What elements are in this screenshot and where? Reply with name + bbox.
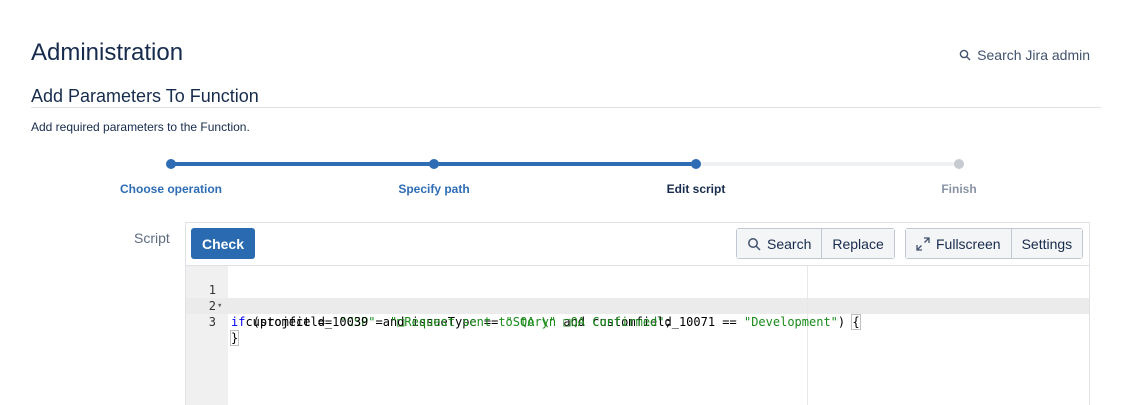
step-specify-path[interactable]: Specify path: [398, 182, 470, 196]
code-line: 3 }: [186, 298, 1089, 346]
script-editor[interactable]: Check Search Replace Fullscreen Settings: [185, 222, 1090, 405]
divider: [31, 107, 1101, 108]
search-icon: [748, 237, 761, 251]
step-edit-script: Edit script: [666, 182, 726, 196]
fold-toggle-icon[interactable]: ▾: [217, 301, 223, 311]
fullscreen-button-label: Fullscreen: [936, 235, 1001, 252]
expand-icon: [916, 236, 930, 251]
code-area[interactable]: 1 ▾ if (project == "CSP" and issueType =…: [186, 265, 1089, 405]
search-icon: [959, 49, 971, 61]
search-jira-admin-label: Search Jira admin: [977, 47, 1090, 63]
settings-button-label: Settings: [1021, 235, 1073, 252]
script-field-label: Script: [134, 230, 170, 246]
search-replace-group: Search Replace: [736, 228, 895, 259]
search-button-label: Search: [767, 235, 812, 252]
section-title: Add Parameters To Function: [31, 86, 259, 106]
print-margin: [807, 266, 808, 405]
code-line: 1 ▾ if (project == "CSP" and issueType =…: [186, 266, 1089, 330]
step-dot-specify-path: [429, 159, 439, 169]
step-dot-finish: [954, 159, 964, 169]
settings-button[interactable]: Settings: [1010, 229, 1083, 258]
fullscreen-button[interactable]: Fullscreen: [906, 229, 1011, 258]
search-button[interactable]: Search: [737, 229, 822, 258]
code-text: if (project == "CSP" and issueType == "S…: [231, 314, 861, 330]
line-number: 1: [208, 283, 216, 297]
progress-track-remaining: [696, 162, 959, 166]
section-description: Add required parameters to the Function.: [31, 120, 250, 134]
line-number: 2: [208, 299, 216, 313]
code-text: }: [229, 330, 240, 346]
step-dot-edit-script: [691, 159, 701, 169]
replace-button-label: Replace: [832, 235, 884, 252]
editor-toolbar: Check Search Replace Fullscreen Settings: [186, 223, 1089, 265]
page-title: Administration: [31, 39, 184, 66]
line-gutter: [186, 266, 228, 405]
view-options-group: Fullscreen Settings: [905, 228, 1084, 259]
replace-button[interactable]: Replace: [821, 229, 894, 258]
step-dot-choose-operation: [166, 159, 176, 169]
active-line-highlight: [186, 298, 1089, 314]
line-number: 3: [208, 315, 216, 329]
code-line: 2 customfield_10039 = "□Request sent to …: [186, 282, 1089, 329]
progress-tracker: Choose operation Specify path Edit scrip…: [0, 150, 1121, 200]
step-choose-operation[interactable]: Choose operation: [119, 182, 223, 196]
search-jira-admin-link[interactable]: Search Jira admin: [959, 47, 1090, 63]
code-text: customfield_10039 = "□Request sent to QA…: [231, 315, 672, 329]
step-finish: Finish: [941, 182, 977, 196]
check-button[interactable]: Check: [191, 228, 255, 259]
